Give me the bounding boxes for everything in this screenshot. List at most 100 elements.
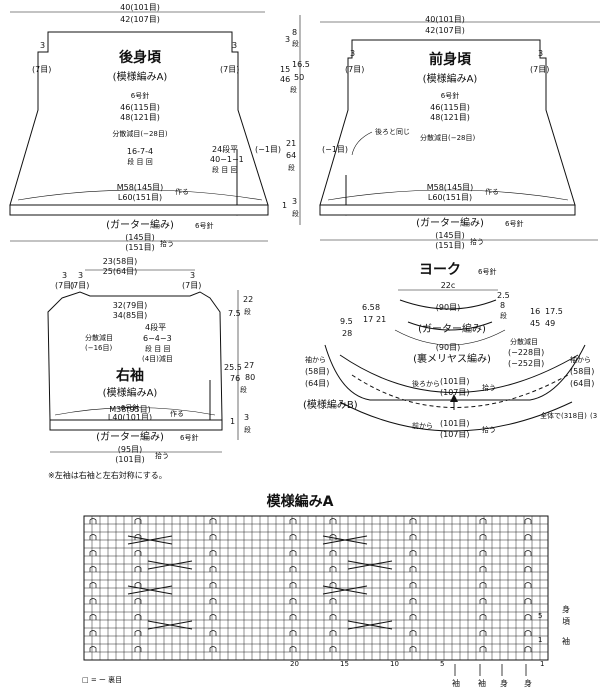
front-garter-band	[319, 204, 576, 216]
chart-arch-stitch	[329, 582, 337, 588]
chart-arch-stitch	[134, 566, 142, 572]
chart-arch-stitch	[134, 630, 142, 636]
sleeve-left-3a: 3	[62, 271, 67, 280]
front-cast-suffix: 作る	[485, 187, 499, 196]
sleeve-right-3: 3	[190, 271, 195, 280]
yoke-dashed-arc	[351, 374, 569, 408]
front-top-width-2: 42(107目)	[425, 26, 465, 35]
yoke-arrow-head	[450, 394, 458, 402]
chart-arch-stitch	[479, 534, 487, 540]
back-pick-1: (145目)	[125, 233, 155, 242]
front-edge-3-right: 3	[538, 49, 543, 58]
chart-arch-stitch	[479, 630, 487, 636]
chart-arch-stitch	[209, 646, 217, 652]
chart-arch-stitch	[134, 646, 142, 652]
front-edge-7-right: (7目)	[530, 65, 549, 74]
sleeve-seq-1: 4段平	[145, 322, 166, 332]
yoke-top-90: (90目)	[436, 303, 460, 312]
chart-title: 模様編みA	[267, 493, 334, 510]
dim-3b-unit: 段	[292, 209, 299, 218]
chart-arch-stitch	[409, 566, 417, 572]
yoke-sleeve-from-right-3: (64目)	[570, 379, 594, 388]
chart-arch-stitch	[409, 598, 417, 604]
back-top-width-1: 40(101目)	[120, 3, 160, 12]
chart-arch-stitch	[209, 582, 217, 588]
chart-arch-stitch	[329, 598, 337, 604]
dim-64-unit: 段	[288, 163, 295, 172]
yoke-dim-28: 28	[342, 329, 352, 338]
chart-arch-stitch	[524, 582, 532, 588]
yoke-sleeve-from-right-1: 袖から	[570, 355, 591, 364]
yoke-needle: 6号針	[478, 267, 496, 276]
front-mid-width-1: 46(115目)	[430, 103, 470, 112]
back-side-3: 段 目 回	[212, 165, 237, 174]
front-side-minus: (−1目)	[322, 145, 348, 154]
yoke-st-90: (90目)	[436, 343, 460, 352]
chart-arch-stitch	[479, 614, 487, 620]
chart-arch-stitch	[134, 582, 142, 588]
chart-arch-stitch	[329, 646, 337, 652]
chart-num-5: 5	[440, 660, 444, 668]
chart-arch-stitch	[329, 630, 337, 636]
sleeve-right-7: (7目)	[182, 281, 201, 290]
back-side-2: 40−1−1	[210, 155, 244, 164]
front-pick-1: (145目)	[435, 231, 465, 240]
yoke-sleeve-from-left-2: (58目)	[305, 367, 329, 376]
chart-arch-stitch	[209, 534, 217, 540]
back-seq-1: 16-7-4	[127, 147, 153, 156]
yoke-dim-9-5: 9.5	[340, 317, 353, 326]
chart-arch-stitch	[329, 566, 337, 572]
chart-arch-stitch	[409, 582, 417, 588]
yoke-dim-8: 8	[500, 301, 505, 310]
yoke-back-2: (107目)	[440, 388, 470, 397]
yoke-dec-3: (−252目)	[508, 359, 544, 368]
yoke-dim-16: 16	[530, 307, 540, 316]
sleeve-outline	[47, 291, 223, 421]
front-mid-width-2: 48(121目)	[430, 113, 470, 122]
chart-arch-stitch	[89, 534, 97, 540]
chart-bottom-label-3: 身	[500, 678, 508, 688]
dim-3: 3	[285, 35, 290, 44]
yoke-width-22: 22c	[441, 281, 456, 290]
yoke-total-cut: (3	[590, 412, 597, 420]
chart-arch-stitch	[89, 598, 97, 604]
sleeve-dim-3: 3	[244, 413, 249, 422]
sleeve-dim-80: 80	[245, 373, 255, 382]
chart-arch-stitch	[409, 518, 417, 524]
front-body-diagram: 40(101目) 42(107目) 3 (7目) 3 (7目) 前身頃 (模様編…	[319, 15, 600, 250]
yoke-dim-2-5: 2.5	[497, 291, 510, 300]
chart-cable-cross	[347, 620, 393, 630]
yoke-front-2: (107目)	[440, 430, 470, 439]
chart-arch-stitch	[524, 630, 532, 636]
yoke-back-1: (101目)	[440, 377, 470, 386]
chart-arch-stitch	[409, 534, 417, 540]
back-bottom-needle: 6号針	[195, 221, 213, 230]
sleeve-dim-27: 27	[244, 361, 254, 370]
yoke-total: 全体で(318目)	[540, 411, 587, 420]
sleeve-left-3b: 3	[78, 271, 83, 280]
chart-bottom-label-4: 身	[524, 678, 532, 688]
front-same-as-back: 後ろと同じ	[375, 127, 410, 136]
sleeve-seq-4: (4目)減目	[142, 354, 173, 363]
back-cast-suffix: 作る	[175, 187, 189, 196]
chart-arch-stitch	[134, 598, 142, 604]
sleeve-title: 右袖	[115, 367, 144, 384]
chart-arch-stitch	[289, 614, 297, 620]
back-body-diagram: 40(101目) 42(107目) 3 (7目) 3 (7目) 後身頃 (模様編…	[9, 3, 281, 252]
dim-64: 64	[286, 151, 296, 160]
chart-arch-stitch	[524, 614, 532, 620]
yoke-dim-6-5: 6.5	[362, 303, 375, 312]
sleeve-pattern: (模様編みA)	[103, 386, 158, 399]
sleeve-top-2: 25(64目)	[103, 267, 138, 276]
chart-arch-stitch	[89, 614, 97, 620]
chart-arch-stitch	[524, 566, 532, 572]
chart-arch-stitch	[89, 566, 97, 572]
yoke-dec-2: (−228目)	[508, 348, 544, 357]
sleeve-top-1: 23(58目)	[103, 257, 138, 266]
front-decrease: 分散減目(−28目)	[420, 133, 476, 142]
dim-8-unit: 段	[292, 39, 299, 48]
back-bottom-stitch: (ガーター編み)	[106, 218, 174, 231]
back-mid-width-2: 48(121目)	[120, 113, 160, 122]
yoke-dec-1: 分散減目	[510, 337, 538, 346]
sleeve-hem-curve	[54, 407, 216, 416]
